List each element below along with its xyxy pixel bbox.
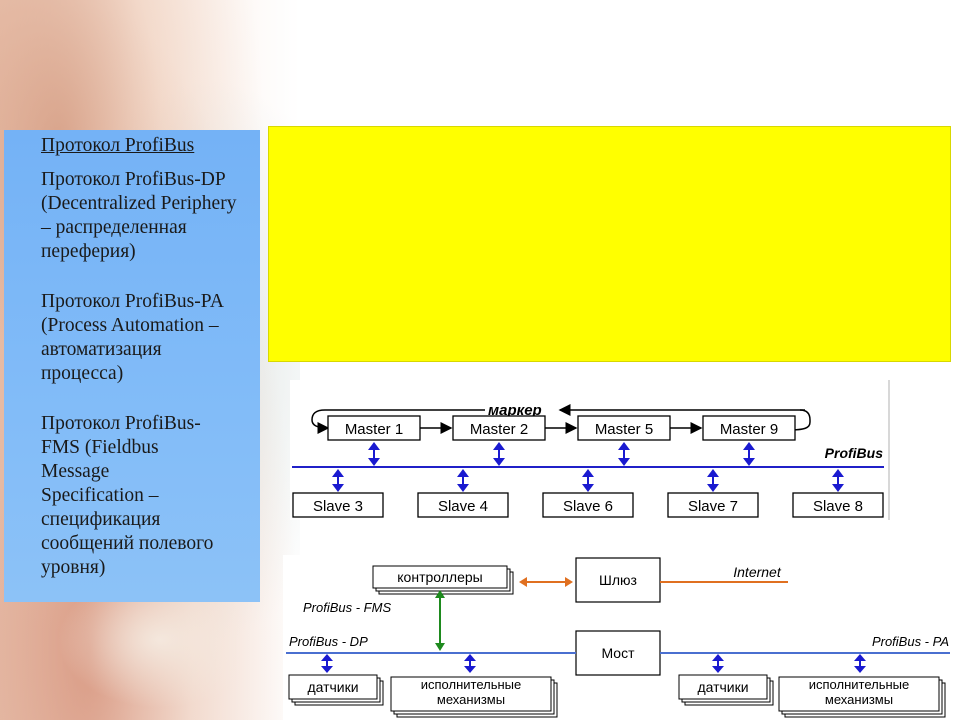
master-box: Master 9 (702, 415, 796, 441)
slave-box: Slave 6 (542, 492, 634, 518)
svg-text:Slave 7: Slave 7 (688, 498, 738, 515)
svg-text:датчики: датчики (697, 679, 748, 695)
bridge-box: Мост (575, 630, 661, 676)
network-architecture-diagram: контроллеры Шлюз Internet ProfiBus - FMS… (283, 555, 953, 720)
svg-text:исполнительные: исполнительные (809, 677, 910, 692)
master-box: Master 5 (577, 415, 671, 441)
sensors-box: датчики (678, 674, 774, 706)
highlight-box (268, 126, 951, 362)
double-arrow (457, 469, 469, 492)
controllers-box: контроллеры (372, 565, 514, 595)
svg-text:Мост: Мост (601, 645, 635, 661)
gateway-box: Шлюз (575, 557, 661, 603)
double-arrow (712, 654, 724, 673)
svg-text:механизмы: механизмы (825, 692, 893, 707)
double-arrow (854, 654, 866, 673)
slave-box: Slave 8 (792, 492, 884, 518)
slave-box: Slave 4 (417, 492, 509, 518)
double-arrow (618, 442, 630, 466)
token-passing-diagram: маркер Master 1 Master 2 Master 5 Master… (290, 380, 890, 520)
diagram-edge (888, 380, 890, 520)
profibus-dp-label: ProfiBus - DP (289, 634, 368, 649)
network-architecture-svg: контроллеры Шлюз Internet ProfiBus - FMS… (286, 557, 950, 718)
protocol-item-profibus-fms: Протокол ProfiBus- FMS (Fieldbus Message… (41, 413, 214, 578)
token-loop-line (787, 409, 811, 431)
svg-text:Slave 6: Slave 6 (563, 498, 613, 515)
svg-text:контроллеры: контроллеры (397, 569, 482, 585)
double-arrow (321, 654, 333, 673)
fms-label: ProfiBus - FMS (303, 600, 391, 615)
slave-bus-arrows (332, 469, 844, 492)
fms-arrow (435, 590, 445, 651)
slave-box: Slave 7 (667, 492, 759, 518)
profibus-pa-label: ProfiBus - PA (872, 634, 949, 649)
profibus-label: ProfiBus (825, 445, 884, 461)
token-loop-top-left (311, 409, 485, 434)
protocol-item-profibus-pa: Протокол ProfiBus-PA (Process Automation… (41, 291, 224, 384)
svg-text:Slave 4: Slave 4 (438, 498, 488, 515)
master-box: Master 2 (452, 415, 546, 441)
svg-text:датчики: датчики (307, 679, 358, 695)
token-label: маркер (488, 402, 542, 419)
master-bus-arrows (368, 442, 755, 466)
double-arrow (743, 442, 755, 466)
svg-text:механизмы: механизмы (437, 692, 505, 707)
double-arrow (493, 442, 505, 466)
svg-text:Шлюз: Шлюз (599, 572, 637, 588)
double-arrow (368, 442, 380, 466)
svg-text:Slave 3: Slave 3 (313, 498, 363, 515)
protocol-list-panel: Протокол ProfiBus Протокол ProfiBus-DP (… (4, 130, 260, 602)
svg-text:Master 5: Master 5 (595, 421, 653, 438)
protocol-item-profibus-dp: Протокол ProfiBus-DP (Decentralized Peri… (41, 169, 237, 262)
svg-text:Master 1: Master 1 (345, 421, 403, 438)
internet-label: Internet (733, 564, 782, 580)
token-passing-svg: маркер Master 1 Master 2 Master 5 Master… (292, 402, 884, 518)
device-bus-arrows (321, 654, 866, 673)
svg-text:Slave 8: Slave 8 (813, 498, 863, 515)
svg-text:Master 9: Master 9 (720, 421, 778, 438)
master-box: Master 1 (327, 415, 421, 441)
svg-text:Master 2: Master 2 (470, 421, 528, 438)
slave-box: Slave 3 (292, 492, 384, 518)
controllers-gateway-arrow (519, 577, 573, 587)
double-arrow (582, 469, 594, 492)
actuators-box: исполнительные механизмы (390, 676, 558, 718)
double-arrow (707, 469, 719, 492)
svg-text:исполнительные: исполнительные (421, 677, 522, 692)
sensors-box: датчики (288, 674, 384, 706)
double-arrow (464, 654, 476, 673)
actuators-box: исполнительные механизмы (778, 676, 946, 718)
protocol-item-profibus[interactable]: Протокол ProfiBus (41, 135, 195, 156)
double-arrow (832, 469, 844, 492)
double-arrow (332, 469, 344, 492)
